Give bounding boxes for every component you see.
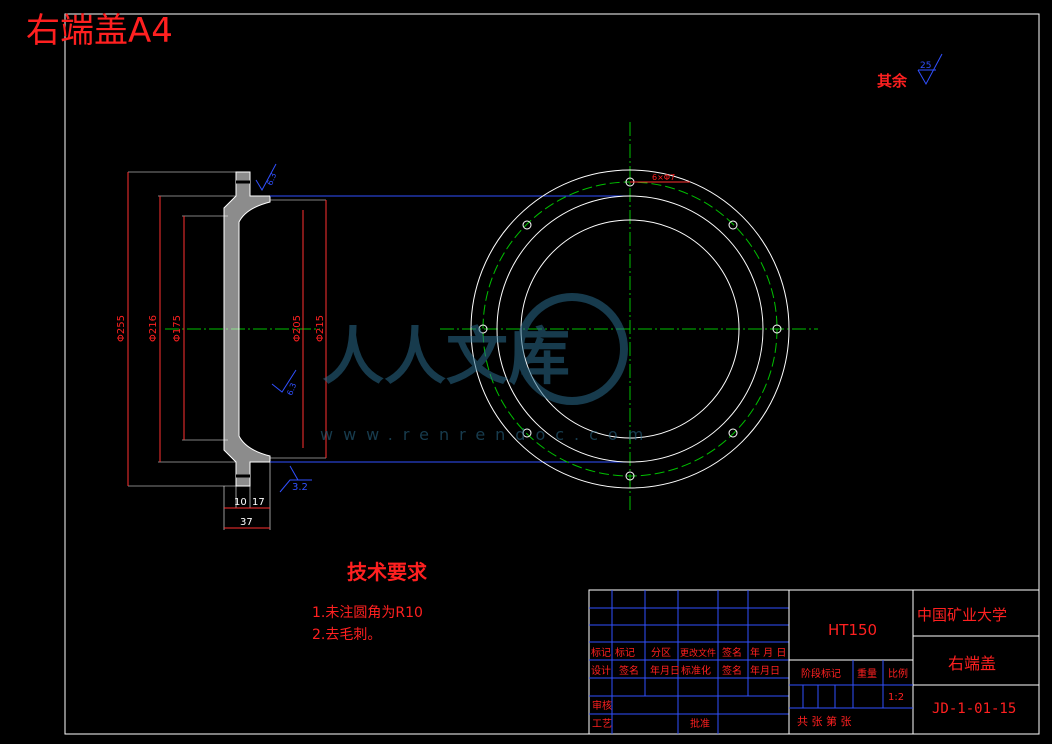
svg-text:更改文件: 更改文件 xyxy=(680,647,716,659)
watermark-brand: 人人文库 xyxy=(322,320,570,393)
watermark: 人人文库 www.renrendoc.com xyxy=(320,293,653,444)
watermark-url: www.renrendoc.com xyxy=(320,425,653,444)
svg-text:设计: 设计 xyxy=(591,664,611,677)
svg-text:阶段标记: 阶段标记 xyxy=(801,667,841,680)
roughness-mark-mid: 6.3 xyxy=(271,369,298,397)
material: HT150 xyxy=(828,621,877,639)
front-view: 6×Φ7 xyxy=(440,122,818,510)
hole-note: 6×Φ7 xyxy=(652,173,675,182)
title-block: 标记 标记 分区 更改文件 签名 年 月 日 设计 签名 年月日 标准化 签名 … xyxy=(588,589,1040,735)
svg-text:签名: 签名 xyxy=(619,664,639,677)
svg-text:年月日: 年月日 xyxy=(650,664,680,677)
svg-text:标记: 标记 xyxy=(591,647,611,659)
svg-text:年月日: 年月日 xyxy=(750,664,780,677)
dim-w37: 37 xyxy=(240,517,253,528)
sheet-title: 右端盖A4 xyxy=(26,11,173,51)
dim-w10: 10 xyxy=(234,497,247,508)
roughness-symbol: 25 xyxy=(917,53,943,86)
svg-text:3.2: 3.2 xyxy=(292,482,308,493)
svg-text:分区: 分区 xyxy=(651,647,671,659)
svg-text:共 张 第 张: 共 张 第 张 xyxy=(797,714,852,728)
tech-req-heading: 技术要求 xyxy=(347,560,428,584)
svg-text:批准: 批准 xyxy=(690,717,710,730)
dim-d216: Φ216 xyxy=(148,315,159,342)
outer-circle xyxy=(470,169,790,489)
svg-text:工艺: 工艺 xyxy=(592,718,612,730)
dim-d255: Φ255 xyxy=(116,315,127,342)
svg-text:签名: 签名 xyxy=(722,664,742,677)
dim-w17: 17 xyxy=(252,497,265,508)
svg-text:重量: 重量 xyxy=(857,667,877,680)
scale: 1:2 xyxy=(888,692,904,703)
svg-text:审核: 审核 xyxy=(592,699,612,712)
flange-inner-circle xyxy=(496,195,764,463)
tech-req-item-1: 1.未注圆角为R10 xyxy=(312,605,423,621)
svg-text:6.3: 6.3 xyxy=(265,172,278,187)
svg-text:标记: 标记 xyxy=(615,647,635,659)
svg-text:年 月 日: 年 月 日 xyxy=(750,646,786,659)
part-name: 右端盖 xyxy=(948,654,996,673)
roughness-mark-bottom: 3.2 xyxy=(279,465,312,493)
dim-d175: Φ175 xyxy=(172,315,183,342)
roughness-value: 25 xyxy=(920,61,931,71)
drawing-number: JD-1-01-15 xyxy=(932,701,1016,717)
svg-text:比例: 比例 xyxy=(888,667,908,680)
dim-d215: Φ215 xyxy=(315,315,326,342)
section-view: Φ255 Φ216 Φ175 Φ205 Φ215 10 17 37 6.3 6.… xyxy=(116,163,630,530)
tech-req-item-2: 2.去毛刺。 xyxy=(312,627,381,643)
company: 中国矿业大学 xyxy=(917,606,1007,624)
roughness-mark-top: 6.3 xyxy=(255,163,278,192)
svg-text:6.3: 6.3 xyxy=(285,382,298,397)
dim-d205: Φ205 xyxy=(292,315,303,342)
roughness-label: 其余 xyxy=(877,72,908,90)
drawing-frame xyxy=(64,13,1040,735)
svg-text:签名: 签名 xyxy=(722,646,742,659)
part-profile xyxy=(223,171,271,487)
svg-text:标准化: 标准化 xyxy=(681,664,711,677)
